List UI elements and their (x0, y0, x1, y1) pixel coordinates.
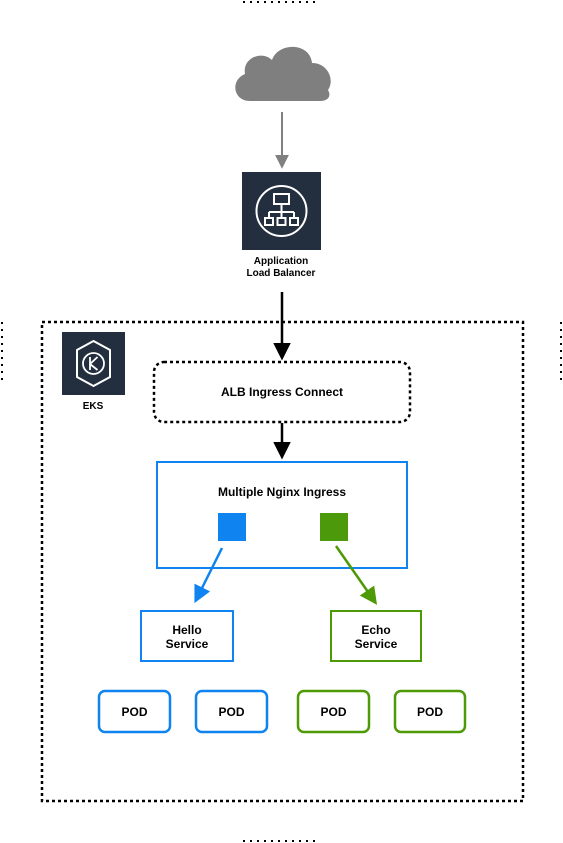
arrow-nginx-to-hello-service (194, 547, 224, 604)
pod-label-hello-2: POD (218, 705, 244, 719)
arrow-nginx-to-echo-service (334, 545, 378, 605)
pod-label-echo-1: POD (320, 705, 346, 719)
hello-service-label-line1: Hello (172, 623, 201, 637)
alb-label-line2: Load Balancer (247, 268, 316, 279)
cloud-icon (235, 46, 331, 101)
hello-service-label-line2: Service (166, 637, 209, 651)
load-balancer-icon (242, 172, 321, 250)
echo-service-box (330, 610, 422, 662)
alb-ingress-connect-box (152, 360, 412, 424)
hello-service-box (140, 610, 234, 662)
nginx-ingress-label: Multiple Nginx Ingress (218, 485, 346, 499)
pod-box-hello-1 (97, 689, 172, 734)
pod-box-echo-2 (393, 689, 467, 734)
nginx-ingress-hello-port (218, 513, 246, 541)
kubernetes-icon (62, 332, 125, 395)
pod-label-hello-1: POD (121, 705, 147, 719)
pod-box-echo-1 (296, 689, 371, 734)
eks-label: EKS (83, 401, 104, 412)
nginx-ingress-box (156, 461, 408, 569)
alb-ingress-connect-label: ALB Ingress Connect (221, 385, 343, 399)
echo-service-label-line1: Echo (361, 623, 390, 637)
nginx-ingress-echo-port (320, 513, 348, 541)
echo-service-label-line2: Service (355, 637, 398, 651)
alb-label-line1: Application (254, 256, 308, 267)
pod-box-hello-2 (194, 689, 269, 734)
pod-label-echo-2: POD (417, 705, 443, 719)
